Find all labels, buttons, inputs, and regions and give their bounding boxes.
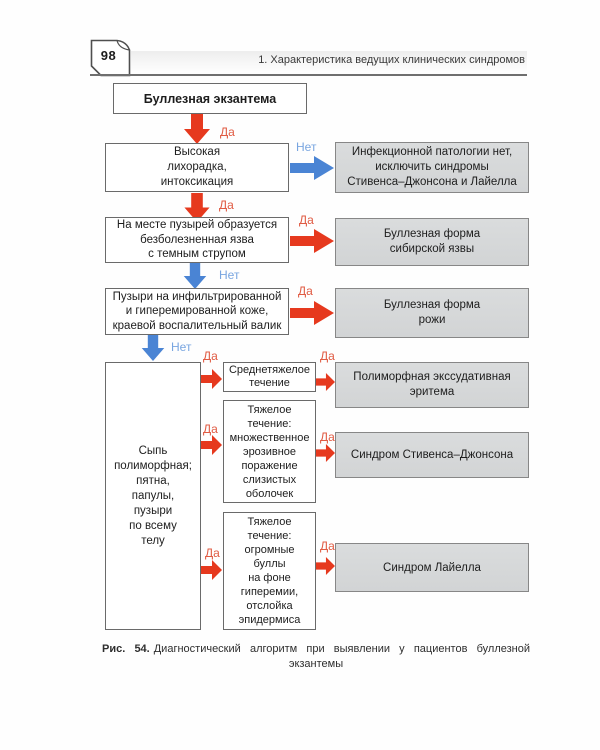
label-no: Нет (171, 340, 192, 354)
flow-box-severe-bullae: Тяжелое течение: огромные буллы на фоне … (223, 512, 316, 630)
flow-box-rash: Сыпь полиморфная; пятна, папулы, пузыри … (105, 362, 201, 630)
result-box-lyell: Синдром Лайелла (335, 543, 529, 592)
flow-box-fever: Высокая лихорадка, интоксикация (105, 143, 289, 192)
label-yes: Да (203, 422, 218, 436)
label-yes: Да (203, 349, 218, 363)
header-rule (90, 74, 527, 76)
label-no: Нет (219, 268, 240, 282)
page-number-box: 98 (90, 39, 131, 77)
arrow-right-red-icon (316, 556, 335, 576)
arrow-right-blue-icon (290, 156, 334, 180)
result-box-anthrax: Буллезная форма сибирской язвы (335, 218, 529, 266)
arrow-down-blue-icon (183, 263, 207, 289)
label-yes: Да (220, 125, 235, 139)
arrow-down-red-icon (184, 114, 210, 144)
caption-figure-number: Рис. 54. (102, 643, 150, 655)
flow-box-ulcer: На месте пузырей образуется безболезненн… (105, 217, 289, 263)
arrow-right-red-icon (201, 560, 222, 580)
header-band (131, 51, 527, 71)
flow-start-box: Буллезная экзантема (113, 83, 307, 114)
flow-box-skin: Пузыри на инфильтрированной и гиперемиро… (105, 288, 289, 335)
arrow-right-red-icon (201, 435, 222, 455)
arrow-right-red-icon (290, 229, 334, 253)
result-box-erythema: Полиморфная экссудативная эритема (335, 362, 529, 408)
label-yes: Да (320, 539, 335, 553)
label-yes: Да (298, 284, 313, 298)
caption-line1: Рис. 54.Диагностический алгоритм при выя… (102, 642, 530, 657)
label-yes: Да (320, 349, 335, 363)
chapter-header-title: 1. Характеристика ведущих клинических си… (258, 54, 525, 66)
result-box-erysipelas: Буллезная форма рожи (335, 288, 529, 338)
label-no: Нет (296, 140, 317, 154)
caption-line2: экзантемы (288, 658, 344, 670)
arrow-right-red-icon (316, 372, 335, 392)
label-yes: Да (320, 430, 335, 444)
label-yes: Да (299, 213, 314, 227)
result-box-no-infection: Инфекционной патологии нет, исключить си… (335, 142, 529, 193)
flow-box-moderate: Среднетяжелое течение (223, 362, 316, 392)
arrow-right-red-icon (201, 369, 222, 389)
figure-caption: Рис. 54.Диагностический алгоритм при выя… (102, 642, 530, 672)
label-yes: Да (205, 546, 220, 560)
arrow-right-red-icon (290, 301, 334, 325)
arrow-right-red-icon (316, 443, 335, 463)
flow-box-severe-mucosa: Тяжелое течение: множественное эрозивное… (223, 400, 316, 503)
arrow-down-red-icon (184, 193, 210, 222)
result-box-stevens-johnson: Синдром Стивенса–Джонсона (335, 432, 529, 478)
arrow-down-blue-icon (141, 335, 165, 361)
caption-text: Диагностический алгоритм при выявлении у… (153, 643, 530, 655)
label-yes: Да (219, 198, 234, 212)
page-number: 98 (100, 48, 117, 63)
